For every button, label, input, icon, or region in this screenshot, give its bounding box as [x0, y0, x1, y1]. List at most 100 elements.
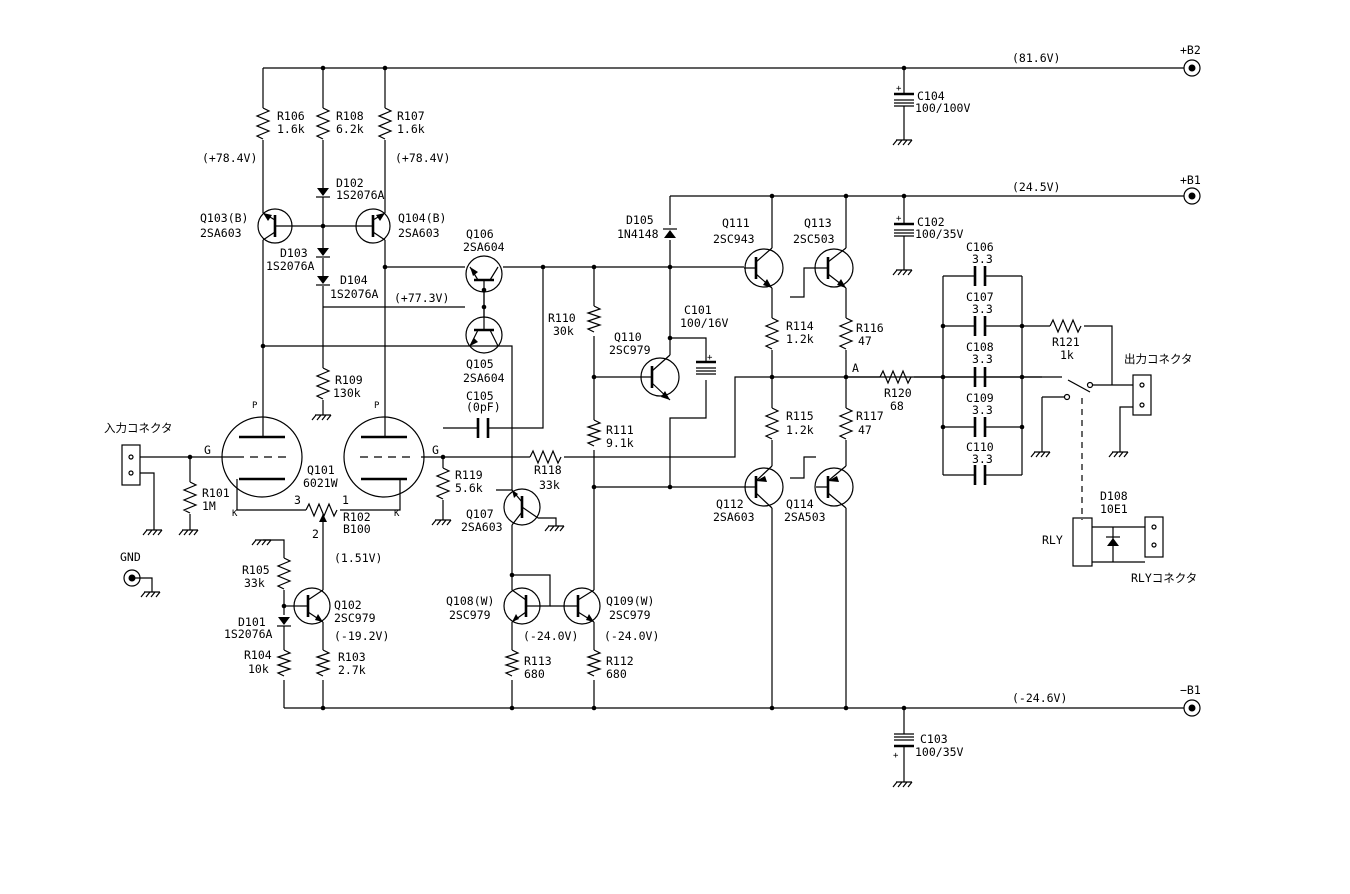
r114-value: 1.2k: [786, 332, 814, 346]
d104-value: 1S2076A: [330, 287, 379, 301]
r103-ref: R103: [338, 650, 366, 664]
voltage-192: (-19.2V): [334, 629, 389, 643]
voltage-151: (1.51V): [334, 551, 382, 565]
resistor-r119: [435, 467, 451, 500]
q107-ref: Q107: [466, 507, 494, 521]
voltage-240a: (-24.0V): [523, 629, 578, 643]
rail-b1n-name: −B1: [1180, 683, 1201, 697]
c105-value: (0pF): [466, 400, 501, 414]
capacitor-c107: [973, 316, 987, 336]
r113-ref: R113: [524, 654, 552, 668]
terminal-b2: [1183, 59, 1201, 77]
r105-value: 33k: [244, 576, 265, 590]
d105-ref: D105: [626, 213, 654, 227]
transistor-q108: [503, 587, 541, 625]
tube-part: 6021W: [303, 476, 338, 490]
r106-value: 1.6k: [277, 122, 305, 136]
relay-connector-label: RLYコネクタ: [1131, 571, 1197, 585]
pot-pin2: 2: [312, 527, 319, 541]
q113-value: 2SC503: [793, 232, 835, 246]
r109-ref: R109: [335, 373, 363, 387]
potentiometer-r102: [305, 502, 338, 518]
d103-ref: D103: [280, 246, 308, 260]
wires: [140, 67, 1184, 782]
transistor-q114: [814, 465, 854, 509]
resistor-r115: [764, 407, 780, 440]
c109-ref: C109: [966, 391, 994, 405]
pot-pin1: 1: [342, 493, 349, 507]
c107-value: 3.3: [972, 302, 993, 316]
r118-ref: R118: [534, 463, 562, 477]
d101-ref: D101: [238, 615, 266, 629]
r110-ref: R110: [548, 311, 576, 325]
q108-ref: Q108(W): [446, 594, 494, 608]
r103-value: 2.7k: [338, 663, 366, 677]
svg-text:+: +: [707, 353, 713, 363]
terminals: [121, 59, 1201, 717]
r119-ref: R119: [455, 468, 483, 482]
r108-value: 6.2k: [336, 122, 364, 136]
transistor-q111: [744, 247, 784, 289]
input-connector-symbol: [121, 444, 141, 486]
transistor-q113: [814, 247, 854, 289]
resistor-r110: [586, 305, 602, 333]
resistor-r117: [838, 407, 854, 440]
r105-ref: R105: [242, 563, 270, 577]
r114-ref: R114: [786, 319, 814, 333]
resistor-r118: [529, 449, 562, 465]
resistor-r101: [182, 481, 198, 514]
q112-value: 2SA603: [713, 510, 755, 524]
q108-value: 2SC979: [449, 608, 491, 622]
transistors: [257, 208, 854, 625]
c104-ref: C104: [917, 89, 945, 103]
r110-value: 30k: [553, 324, 574, 338]
c110-value: 3.3: [972, 452, 993, 466]
voltage-784a: (+78.4V): [202, 151, 257, 165]
r113-value: 680: [524, 667, 545, 681]
capacitor-c109: [973, 417, 987, 437]
r101-value: 1M: [202, 499, 216, 513]
rail-b1p-name: +B1: [1180, 173, 1201, 187]
c108-ref: C108: [966, 340, 994, 354]
r106-ref: R106: [277, 109, 305, 123]
diode-d105: [663, 228, 677, 238]
r108-ref: R108: [336, 109, 364, 123]
resistor-r114: [764, 317, 780, 350]
svg-text:+: +: [896, 214, 902, 224]
q104-ref: Q104(B): [398, 211, 446, 225]
capacitor-c106: [973, 266, 987, 286]
r101-ref: R101: [202, 486, 230, 500]
q106-value: 2SA604: [463, 240, 505, 254]
q111-value: 2SC943: [713, 232, 755, 246]
resistor-r103: [315, 649, 331, 677]
d108-ref: D108: [1100, 489, 1128, 503]
c101-value: 100/16V: [680, 316, 729, 330]
d103-value: 1S2076A: [266, 259, 315, 273]
c106-ref: C106: [966, 240, 994, 254]
resistor-r109: [315, 367, 331, 400]
resistors: [182, 107, 1082, 677]
resistor-r120: [879, 369, 912, 385]
c104-value: 100/100V: [915, 101, 970, 115]
q102-ref: Q102: [334, 598, 362, 612]
c102-ref: C102: [917, 215, 945, 229]
q109-value: 2SC979: [609, 608, 651, 622]
c105-ref: C105: [466, 389, 494, 403]
capacitor-c102: +: [894, 214, 914, 237]
d101-value: 1S2076A: [224, 627, 273, 641]
r117-value: 47: [858, 423, 872, 437]
capacitor-c101: +: [696, 353, 716, 375]
resistor-r108: [315, 107, 331, 140]
resistor-r107: [377, 107, 393, 140]
diode-d103: [316, 248, 330, 258]
q110-ref: Q110: [614, 330, 642, 344]
junction-dots: [187, 65, 1025, 711]
tube-right: [343, 416, 425, 505]
d108-value: 10E1: [1100, 502, 1128, 516]
q114-ref: Q114: [786, 497, 814, 511]
terminal-gnd: [123, 569, 141, 587]
tube-left-grid: G: [204, 443, 211, 457]
r115-ref: R115: [786, 409, 814, 423]
capacitor-c110: [973, 465, 987, 485]
